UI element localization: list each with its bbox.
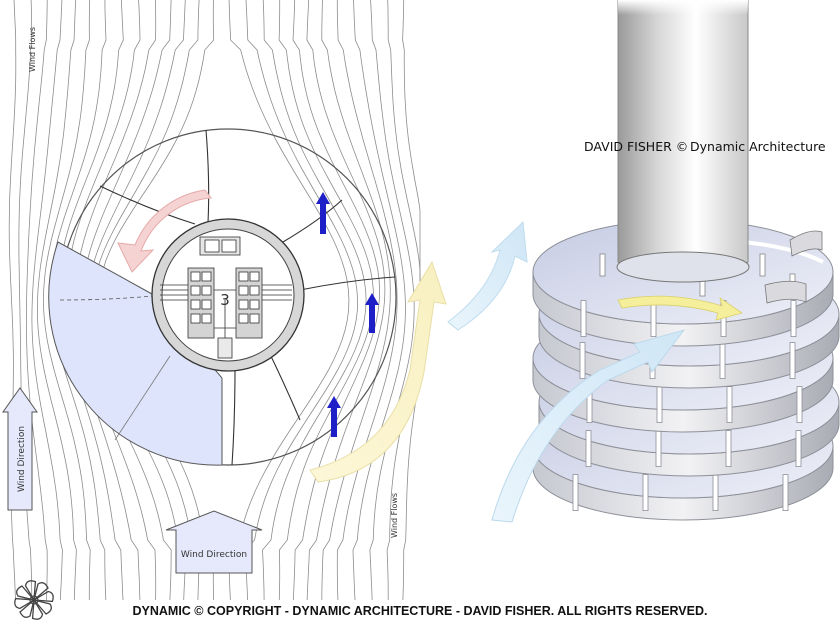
wind-flows-top-label: Wind Flows bbox=[28, 27, 37, 72]
wind-direction-side-label: Wind Direction bbox=[17, 426, 27, 492]
fin bbox=[599, 253, 606, 277]
blade-dividers bbox=[99, 129, 396, 466]
logo-petal bbox=[31, 597, 44, 620]
wind-arrow-icon bbox=[316, 192, 379, 437]
brand-label: Dynamic Architecture bbox=[690, 139, 826, 154]
logo-petal bbox=[31, 590, 54, 603]
flow-line bbox=[321, 0, 391, 601]
fin bbox=[759, 253, 766, 277]
floor-plan-diagram: 3 Wind Direction Wind Direction Wind Flo… bbox=[2, 0, 447, 601]
shaded-floor-blade bbox=[48, 241, 223, 466]
rotation-arrow-icon bbox=[117, 189, 212, 273]
wall-piece bbox=[764, 280, 807, 304]
flow-line bbox=[292, 0, 381, 601]
logo-petal bbox=[19, 598, 36, 618]
flow-line bbox=[306, 0, 386, 601]
author-label: DAVID FISHER © bbox=[584, 139, 689, 154]
logo-icon bbox=[14, 580, 54, 620]
tower-perspective bbox=[447, 0, 840, 523]
wind-direction-bottom-arrow-icon bbox=[165, 510, 263, 574]
wind-direction-arrow-icon bbox=[2, 387, 38, 511]
logo-petal bbox=[32, 582, 49, 602]
flow-arrow-blue-lower bbox=[491, 329, 686, 523]
core-number: 3 bbox=[220, 291, 230, 309]
flow-line bbox=[336, 0, 398, 601]
flow-arrow-blue-upper bbox=[447, 220, 528, 331]
core-layout bbox=[160, 236, 292, 359]
flow-line bbox=[31, 0, 63, 601]
copyright-footer: DYNAMIC © COPYRIGHT - DYNAMIC ARCHITECTU… bbox=[132, 604, 708, 618]
flow-line bbox=[228, 0, 350, 601]
flow-line bbox=[36, 0, 77, 601]
wall-piece bbox=[789, 230, 823, 257]
flow-line bbox=[42, 0, 91, 600]
logo-petal bbox=[32, 598, 52, 615]
rotation-arrow-yellow-icon bbox=[617, 295, 743, 321]
logo-petal bbox=[24, 580, 37, 603]
logo-petal bbox=[16, 585, 36, 602]
floor-plates bbox=[532, 219, 840, 521]
flow-line bbox=[352, 0, 406, 601]
flow-line bbox=[26, 0, 48, 601]
wind-direction-bottom-label: Wind Direction bbox=[181, 550, 247, 560]
flow-line bbox=[262, 0, 367, 601]
flow-arrow-yellow bbox=[309, 260, 447, 483]
flow-line bbox=[244, 0, 359, 601]
logo-petal bbox=[14, 597, 37, 610]
wind-flows-bottom-label: Wind Flows bbox=[390, 493, 399, 538]
